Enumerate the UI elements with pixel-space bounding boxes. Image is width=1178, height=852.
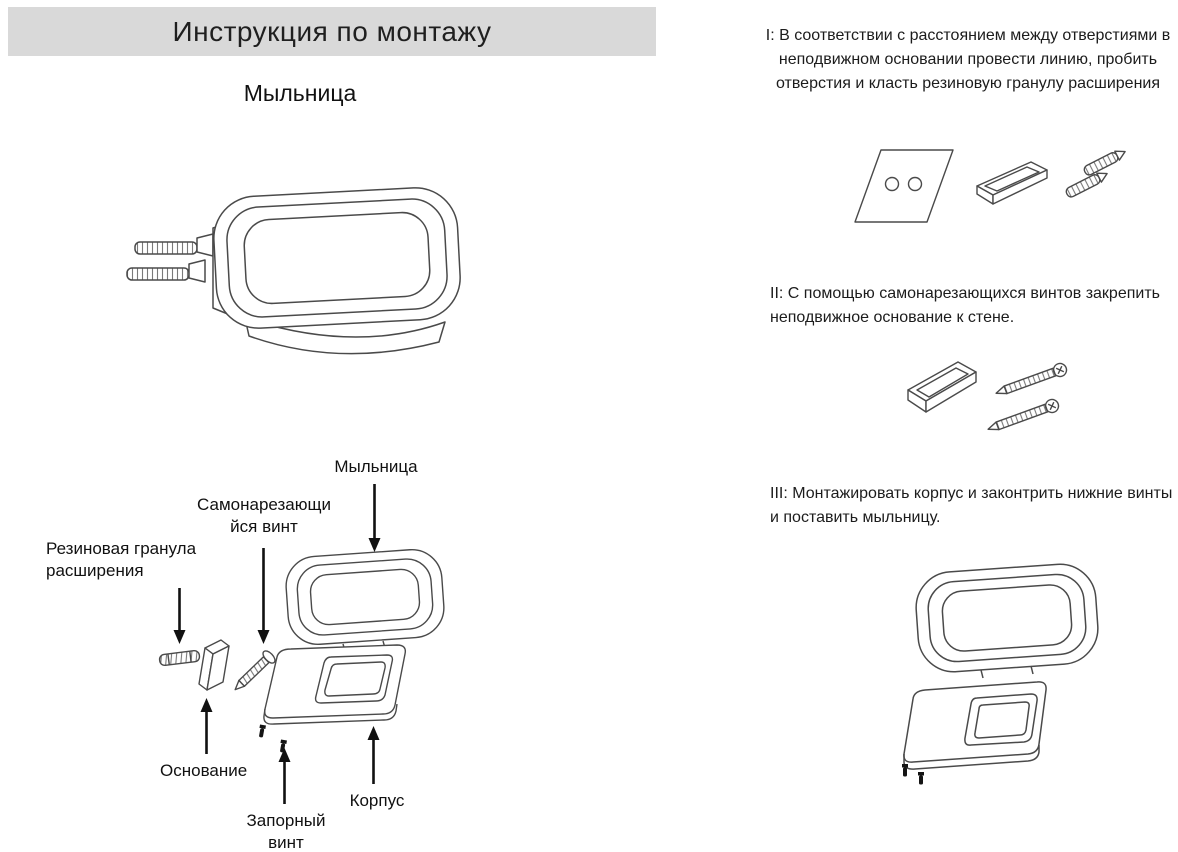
dish-tray [213, 187, 461, 329]
tapping-screws [987, 362, 1068, 431]
arrow-to-lock-screw-icon [278, 748, 291, 804]
dish-body-band [244, 317, 446, 355]
arrow-to-tapping-screw-icon [257, 548, 270, 644]
step-3-text: III: Монтажировать корпус и законтрить н… [770, 485, 1173, 526]
step-2-text: II: С помощью самонарезающихся винтов за… [770, 285, 1160, 326]
arrow-to-soap-dish-icon [368, 484, 381, 552]
lock-screws-part [902, 764, 924, 785]
exploded-view-illustration [158, 548, 445, 753]
assembled-soap-dish-illustration [126, 187, 461, 355]
wall-bracket [907, 361, 977, 413]
expansion-pins [126, 233, 214, 283]
arrow-to-base-icon [200, 698, 213, 754]
soap-dish-part [915, 563, 1099, 673]
expansion-anchors [1065, 150, 1126, 198]
base-part [198, 639, 230, 691]
tapping-screw-part [234, 650, 276, 691]
label-rubber-anchor: Резиновая гранула расширения [46, 539, 197, 581]
page-header: Инструкция по монтажу [8, 7, 656, 56]
soap-dish-part [285, 548, 445, 646]
step-1-text: I: В соответствии с расстоянием между от… [765, 27, 1171, 92]
label-tapping-screw: Самонарезающи йся винт [197, 495, 331, 537]
arrow-to-body-icon [367, 726, 380, 784]
label-base: Основание [160, 761, 248, 780]
label-body: Корпус [349, 791, 405, 810]
page-title: Инструкция по монтажу [172, 15, 492, 47]
label-lock-screw: Запорный винт [246, 811, 326, 852]
body-part [903, 681, 1047, 770]
drill-plate [854, 149, 954, 223]
arrow-to-rubber-anchor-icon [173, 588, 186, 644]
product-name: Мыльница [243, 80, 357, 106]
wall-bracket [976, 161, 1048, 205]
step-2-illustration [907, 361, 1068, 431]
step-3-illustration [902, 563, 1099, 785]
step-1-illustration [854, 149, 1126, 223]
body-part [263, 644, 407, 725]
label-soap-dish: Мыльница [334, 457, 418, 476]
rubber-anchor-part [158, 649, 201, 667]
